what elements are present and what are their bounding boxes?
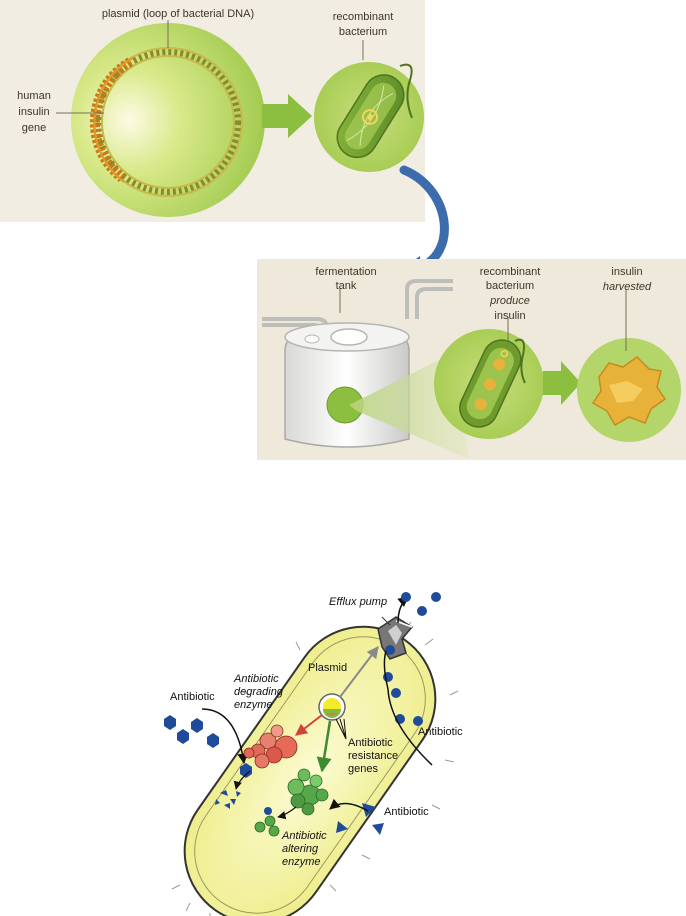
resistance-genes-label-line-3: genes xyxy=(348,763,378,775)
recombinant-label-line-1: recombinant xyxy=(333,11,394,23)
degrading-enzyme-label-line-2: degrading xyxy=(234,686,284,698)
left-antibiotic-arrow xyxy=(201,708,248,765)
bottom-antibiotic-label: Antibiotic xyxy=(384,806,429,818)
plasmid-insertion-illustration: plasmid (loop of bacterial DNA) human in… xyxy=(17,8,424,217)
produce-bacterium-label-line-1: recombinant xyxy=(480,266,541,278)
bottom-antibiotic-arrow xyxy=(329,798,369,812)
plasmid-icon xyxy=(318,693,346,721)
tank-label-line-1: fermentation xyxy=(315,266,376,278)
plasmid-to-altering-arrow xyxy=(316,720,332,773)
degradation-arrow xyxy=(233,770,251,790)
degraded-antibiotic-fragments xyxy=(215,790,241,809)
plasmid-insertion-panel: plasmid (loop of bacterial DNA) human in… xyxy=(0,0,425,222)
left-antibiotic-label: Antibiotic xyxy=(170,691,215,703)
gene-label-line-3: gene xyxy=(22,122,46,134)
antibiotic-molecules-circles xyxy=(383,592,441,726)
antibiotic-resistance-illustration: Efflux pump Plasmid Antibiotic degrading… xyxy=(164,592,463,916)
fermentation-illustration: fermentation tank recombinant bacterium … xyxy=(262,266,681,459)
fermentation-panel: fermentation tank recombinant bacterium … xyxy=(257,259,686,460)
harvested-label: harvested xyxy=(603,281,652,293)
antibiotic-resistance-panel: Efflux pump Plasmid Antibiotic degrading… xyxy=(150,585,686,916)
antibiotic-molecules-hexagons xyxy=(164,715,252,778)
efflux-pump-label: Efflux pump xyxy=(329,596,387,608)
tank-label-line-2: tank xyxy=(336,280,357,292)
plasmid-to-degrading-arrow xyxy=(295,714,323,736)
process-arrow-2 xyxy=(543,361,581,405)
gene-label-line-1: human xyxy=(17,90,51,102)
insulin-label: insulin xyxy=(611,266,642,278)
produce-bacterium-label-line-2: bacterium xyxy=(486,280,534,292)
plasmid-label: plasmid (loop of bacterial DNA) xyxy=(102,8,254,20)
antibiotic-molecules-triangles xyxy=(336,803,384,835)
recombinant-bacterium xyxy=(336,74,405,159)
gene-label-line-2: insulin xyxy=(18,106,49,118)
degrading-enzyme xyxy=(243,724,298,769)
plasmid-cell xyxy=(71,23,265,217)
harvested-insulin-crystals xyxy=(591,356,667,427)
degrading-enzyme-label-line-1: Antibiotic xyxy=(233,673,279,685)
degrading-enzyme-label-line-3: enzyme xyxy=(234,699,273,711)
recombinant-label-line-2: bacterium xyxy=(339,26,387,38)
altering-enzyme-label-line-2: altering xyxy=(282,843,319,855)
resistance-genes-label-line-2: resistance xyxy=(348,750,398,762)
genes-pointer xyxy=(335,718,347,740)
altered-target xyxy=(254,807,280,837)
altering-enzyme xyxy=(287,768,329,816)
producing-bacterium xyxy=(459,339,522,428)
producing-bacterium-flagellum xyxy=(514,338,526,384)
altering-enzyme-label-line-1: Antibiotic xyxy=(281,830,327,842)
right-antibiotic-label: Antibiotic xyxy=(418,726,463,738)
resistance-genes-label-line-1: Antibiotic xyxy=(348,737,393,749)
process-arrow-1 xyxy=(262,94,312,138)
produce-word: produce xyxy=(489,295,530,307)
bacterium-flagellum xyxy=(399,63,413,119)
altering-enzyme-label-line-3: enzyme xyxy=(282,856,321,868)
bacterial-cell xyxy=(183,625,437,916)
right-antibiotic-path xyxy=(383,650,433,766)
plasmid-to-efflux-arrow xyxy=(339,646,379,698)
produce-object: insulin xyxy=(494,310,525,322)
altering-arrow xyxy=(277,806,297,820)
plasmid-label: Plasmid xyxy=(308,662,347,674)
